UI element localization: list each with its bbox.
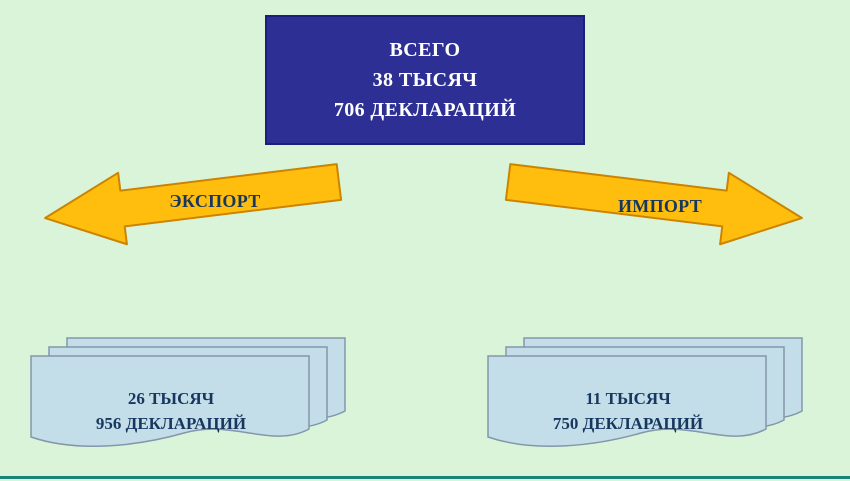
import-arrow-label: ИМПОРТ: [617, 196, 702, 216]
document-shape: [30, 355, 310, 447]
total-line-2: 38 ТЫСЯЧ: [372, 69, 478, 91]
arrow-icon: [504, 163, 803, 246]
export-count-line-1: 26 ТЫСЯЧ: [127, 389, 215, 408]
total-line-1: ВСЕГО: [389, 39, 461, 61]
export-documents-stack: [30, 337, 346, 447]
import-count-line-2: 750 ДЕКЛАРАЦИЙ: [552, 414, 704, 433]
export-count-line-2: 956 ДЕКЛАРАЦИЙ: [95, 414, 247, 433]
export-arrow: [38, 142, 346, 258]
import-arrow-shape: [504, 163, 803, 246]
total-line-3: 706 ДЕКЛАРАЦИЙ: [333, 99, 517, 121]
arrow-icon: [44, 163, 343, 246]
export-documents-text: 26 ТЫСЯЧ 956 ДЕКЛАРАЦИЙ: [30, 386, 312, 436]
document-shape: [487, 355, 767, 447]
export-arrow-shape: [44, 163, 343, 246]
export-arrow-label: ЭКСПОРТ: [169, 191, 261, 211]
total-declarations-box: ВСЕГО 38 ТЫСЯЧ 706 ДЕКЛАРАЦИЙ: [265, 15, 585, 145]
import-documents-stack: [487, 337, 803, 447]
import-arrow: [501, 142, 809, 258]
import-count-line-1: 11 ТЫСЯЧ: [585, 389, 671, 408]
bottom-rule: [0, 476, 850, 479]
import-documents-text: 11 ТЫСЯЧ 750 ДЕКЛАРАЦИЙ: [487, 386, 769, 436]
